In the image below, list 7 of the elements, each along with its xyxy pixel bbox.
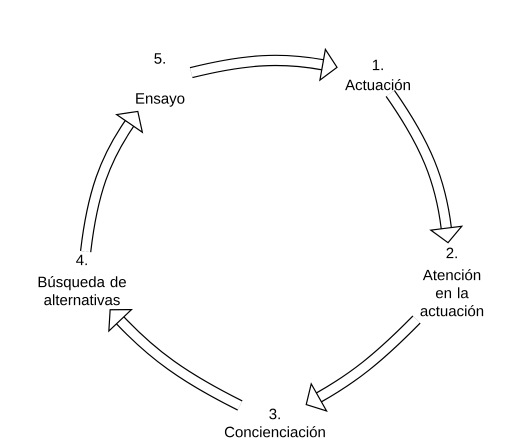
step-label: 1. Actuación — [345, 60, 410, 90]
step-label: 2. Atención en la actuación — [420, 248, 484, 316]
step-label: 4. Búsqueda de alternativas — [38, 254, 126, 306]
step-label: 5. Ensayo — [136, 53, 184, 107]
step-label: 3. Concienciación — [224, 408, 325, 438]
block-arrow — [386, 90, 464, 244]
block-arrow — [306, 315, 421, 412]
